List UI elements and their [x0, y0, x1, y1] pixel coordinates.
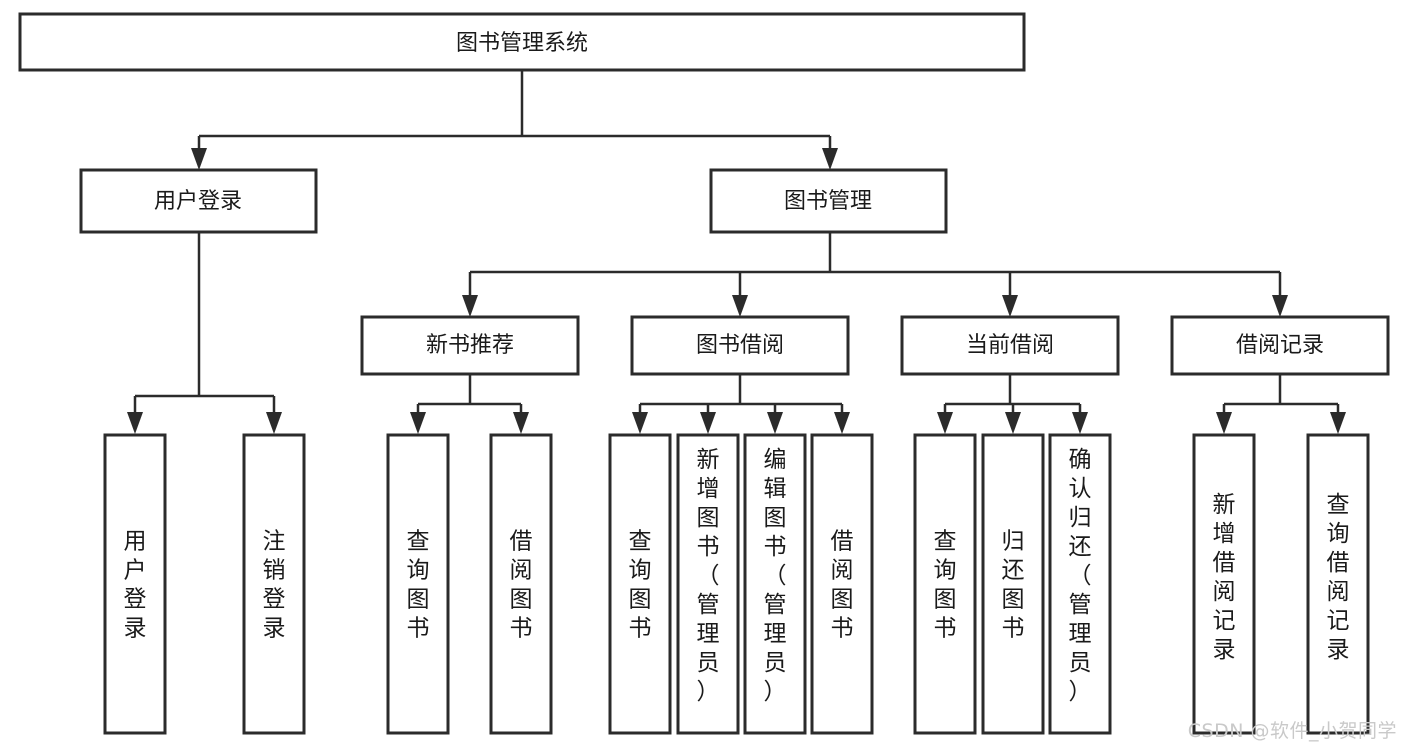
arrow-to-leaf-confirm-return [1072, 412, 1088, 434]
connector-user-login-bus [133, 232, 276, 415]
leaf-logout-label: 注销登录 [263, 529, 286, 642]
leaf-user-login-box [103, 433, 167, 735]
arrow-to-current-borrow [1002, 295, 1018, 317]
arrow-to-book-borrow [732, 295, 748, 317]
leaf-query-book-2-label: 查询图书 [629, 529, 652, 642]
leaf-query-book-3[interactable]: 查询图书 [913, 433, 977, 735]
connector-borrow-record-bus [1222, 374, 1340, 415]
node-root[interactable]: 图书管理系统 [18, 12, 1026, 72]
leaf-confirm-return-box [1048, 433, 1112, 735]
arrow-to-leaf-add-record [1216, 412, 1232, 434]
leaf-query-record[interactable]: 查询借阅记录 [1306, 433, 1370, 735]
connector-new-book-rec-bus [416, 374, 523, 415]
node-book-manage-box [709, 168, 948, 234]
leaf-query-book-3-box [913, 433, 977, 735]
node-book-borrow[interactable]: 图书借阅 [630, 315, 850, 376]
arrow-to-leaf-query-book-2 [632, 412, 648, 434]
connector-book-borrow-bus [638, 374, 844, 415]
node-user-login-label: 用户登录 [154, 189, 242, 214]
node-borrow-record-label: 借阅记录 [1236, 333, 1324, 358]
leaf-borrow-book-2-label: 借阅图书 [831, 529, 854, 642]
leaf-borrow-book-1-label: 借阅图书 [510, 529, 533, 642]
connector-root-bus [197, 70, 832, 152]
arrow-to-leaf-add-book [700, 412, 716, 434]
arrow-to-leaf-query-book-3 [937, 412, 953, 434]
node-book-borrow-box [630, 315, 850, 376]
leaf-add-record-box [1192, 433, 1256, 735]
leaf-user-login-label: 用户登录 [124, 529, 147, 642]
leaf-query-book-3-label: 查询图书 [934, 529, 957, 642]
node-borrow-record[interactable]: 借阅记录 [1170, 315, 1390, 376]
leaf-user-login[interactable]: 用户登录 [103, 433, 167, 735]
leaf-borrow-book-2[interactable]: 借阅图书 [810, 433, 874, 735]
leaf-borrow-book-2-box [810, 433, 874, 735]
arrow-to-user-login [191, 148, 207, 170]
node-borrow-record-box [1170, 315, 1390, 376]
leaf-borrow-book-1-box [489, 433, 553, 735]
leaf-edit-book[interactable]: 编辑图书（管理员） [743, 433, 807, 735]
arrow-to-book-manage [822, 148, 838, 170]
node-current-borrow[interactable]: 当前借阅 [900, 315, 1120, 376]
leaf-confirm-return[interactable]: 确认归还（管理员） [1048, 433, 1112, 735]
arrow-to-leaf-logout [266, 412, 282, 434]
arrow-to-leaf-query-record [1330, 412, 1346, 434]
node-current-borrow-box [900, 315, 1120, 376]
node-user-login[interactable]: 用户登录 [79, 168, 318, 234]
leaf-query-book-1-box [386, 433, 450, 735]
arrow-to-new-book-rec [462, 295, 478, 317]
leaf-add-book[interactable]: 新增图书（管理员） [676, 433, 740, 735]
leaf-query-book-2[interactable]: 查询图书 [608, 433, 672, 735]
leaf-query-record-box [1306, 433, 1370, 735]
connector-group [127, 70, 1346, 434]
leaf-add-record[interactable]: 新增借阅记录 [1192, 433, 1256, 735]
node-root-box [18, 12, 1026, 72]
leaf-confirm-return-label: 确认归还（管理员） [1069, 447, 1092, 705]
leaf-logout-box [242, 433, 306, 735]
node-book-manage[interactable]: 图书管理 [709, 168, 948, 234]
leaf-logout[interactable]: 注销登录 [242, 433, 306, 735]
connector-current-borrow-bus [943, 374, 1082, 415]
node-new-book-rec[interactable]: 新书推荐 [360, 315, 580, 376]
csdn-watermark: CSDN @软件_小贺同学 [1187, 720, 1397, 742]
leaf-add-record-label: 新增借阅记录 [1213, 492, 1236, 663]
leaf-add-book-box [676, 433, 740, 735]
leaf-return-book-box [981, 433, 1045, 735]
arrow-to-leaf-query-book-1 [410, 412, 426, 434]
node-new-book-rec-label: 新书推荐 [426, 333, 514, 358]
node-new-book-rec-box [360, 315, 580, 376]
node-current-borrow-label: 当前借阅 [966, 333, 1054, 358]
leaf-query-book-1[interactable]: 查询图书 [386, 433, 450, 735]
node-book-borrow-label: 图书借阅 [696, 333, 784, 358]
leaf-edit-book-label: 编辑图书（管理员） [764, 447, 787, 705]
leaf-query-book-2-box [608, 433, 672, 735]
leaf-borrow-book-1[interactable]: 借阅图书 [489, 433, 553, 735]
leaf-add-book-label: 新增图书（管理员） [697, 447, 720, 705]
arrow-to-leaf-return-book [1005, 412, 1021, 434]
node-book-manage-label: 图书管理 [784, 189, 872, 214]
node-user-login-box [79, 168, 318, 234]
leaf-edit-book-box [743, 433, 807, 735]
arrow-to-borrow-record [1272, 295, 1288, 317]
node-root-label: 图书管理系统 [456, 31, 588, 56]
leaf-query-record-label: 查询借阅记录 [1327, 492, 1350, 663]
leaf-return-book[interactable]: 归还图书 [981, 433, 1045, 735]
arrow-to-leaf-edit-book [767, 412, 783, 434]
leaf-return-book-label: 归还图书 [1002, 529, 1025, 642]
leaf-query-book-1-label: 查询图书 [407, 529, 430, 642]
connector-book-manage-bus [468, 232, 1282, 298]
arrow-to-leaf-user-login [127, 412, 143, 434]
arrow-to-leaf-borrow-book-2 [834, 412, 850, 434]
arrow-to-leaf-borrow-book-1 [513, 412, 529, 434]
